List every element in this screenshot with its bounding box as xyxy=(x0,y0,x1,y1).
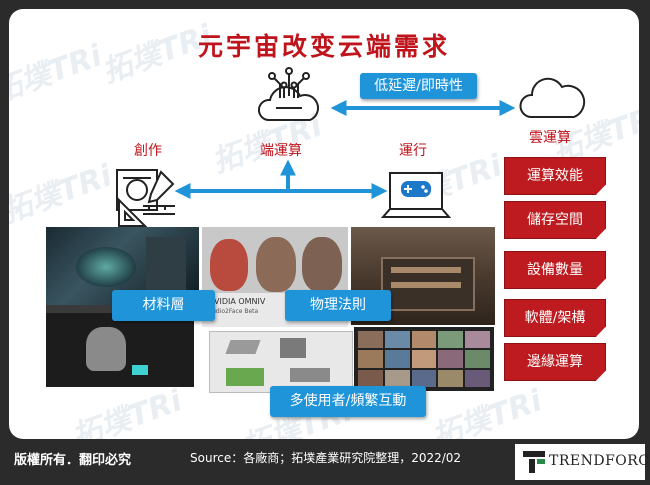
need-software-architecture: 軟體/架構 xyxy=(504,299,606,337)
design-tools-icon xyxy=(116,169,175,227)
trendforce-logo-icon xyxy=(523,451,545,473)
page-title: 元宇宙改变云端需求 xyxy=(197,32,450,61)
physics-tag: 物理法則 xyxy=(285,290,391,321)
rights-text: 版權所有．翻印必究 xyxy=(14,453,132,468)
nvidia-subcaption: Audio2Face Beta xyxy=(208,308,259,315)
source-text: Source：各廠商；拓墣產業研究院整理，2022/02 xyxy=(190,451,462,465)
latency-label: 低延遲/即時性 xyxy=(360,73,477,99)
trendforce-logo: TRENDFORCE xyxy=(515,444,650,480)
need-storage: 儲存空間 xyxy=(504,201,606,239)
need-edge-computing: 邊緣運算 xyxy=(504,343,606,381)
cloud-compute-label: 雲運算 xyxy=(529,130,571,146)
cloud-icon xyxy=(519,77,586,118)
create-label: 創作 xyxy=(134,143,162,159)
interior-render-image xyxy=(351,227,495,325)
model-views-image xyxy=(209,331,353,393)
nvidia-caption: NVIDIA OMNIV xyxy=(208,297,266,306)
cloud-network-icon xyxy=(258,67,319,121)
laptop-gamepad-icon xyxy=(381,172,451,218)
need-device-count: 設備數量 xyxy=(504,251,606,289)
connector-arrows xyxy=(174,100,516,199)
edge-compute-label: 端運算 xyxy=(260,143,302,159)
content-panel: 拓墣TRi 拓墣TRi 拓墣TRi 拓墣TRi 拓墣TRi 拓墣TRi 拓墣TR… xyxy=(9,9,639,439)
material-layer-tag: 材料層 xyxy=(112,290,215,321)
video-call-image xyxy=(354,327,494,391)
multiuser-tag: 多使用者/頻繁互動 xyxy=(270,386,426,417)
need-compute-performance: 運算效能 xyxy=(504,157,606,195)
brand-text: TRENDFORCE xyxy=(549,453,650,469)
run-label: 運行 xyxy=(399,143,427,159)
